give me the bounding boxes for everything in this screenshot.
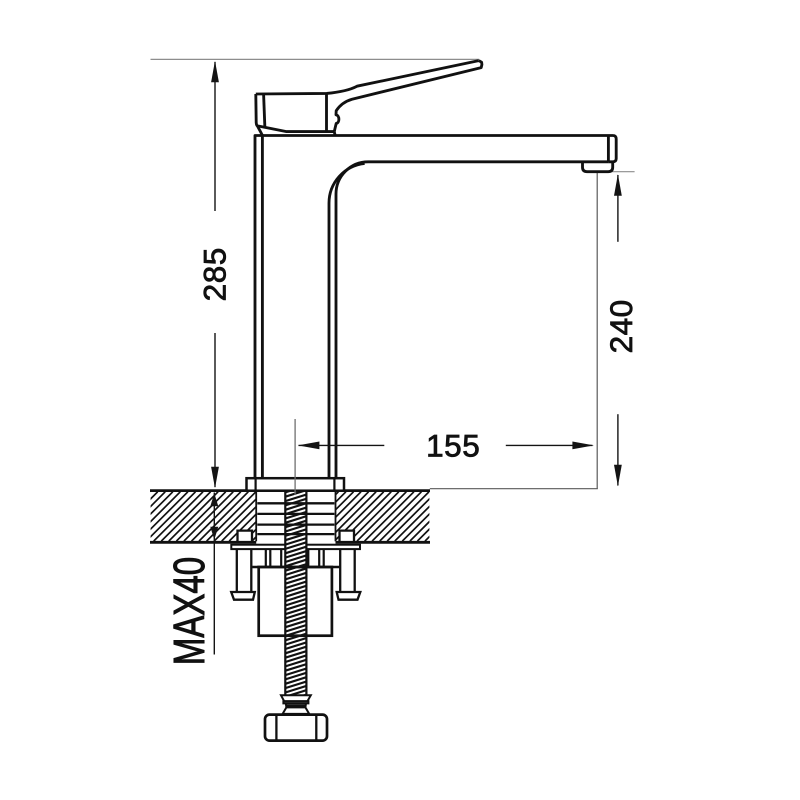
svg-text:MAX40: MAX40 (166, 557, 214, 665)
svg-text:285: 285 (196, 247, 232, 301)
svg-text:240: 240 (603, 299, 639, 353)
svg-text:155: 155 (426, 427, 480, 463)
